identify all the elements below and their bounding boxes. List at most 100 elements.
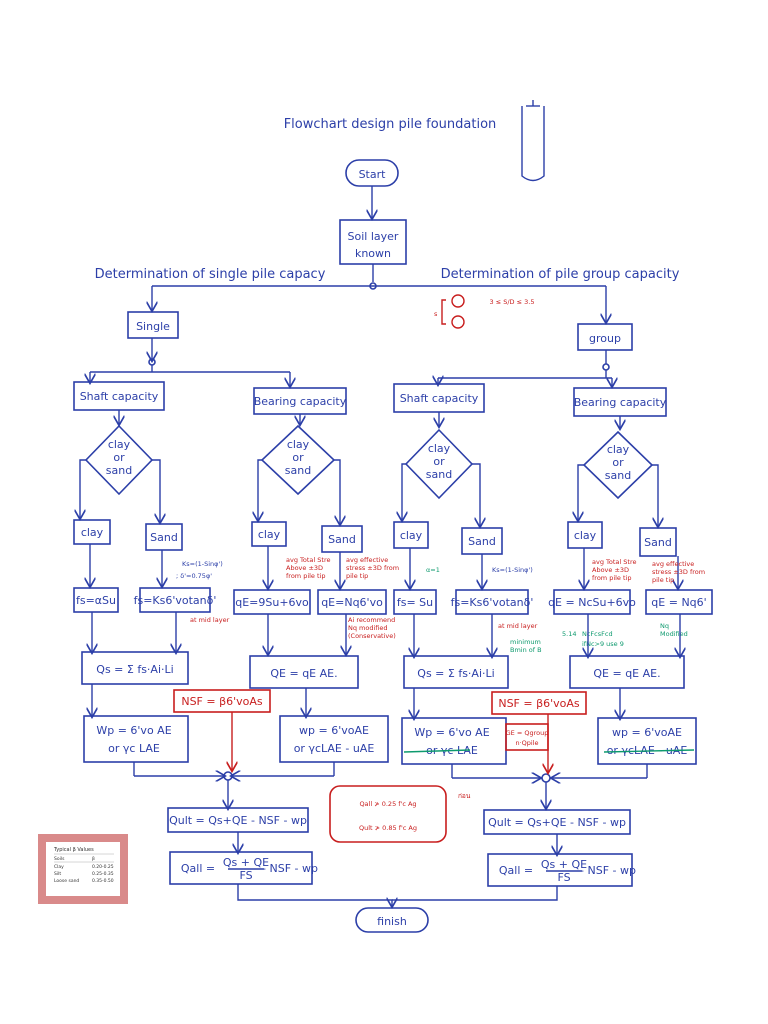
svg-text:Soils: Soils (54, 856, 65, 862)
svg-text:Nq modified: Nq modified (348, 624, 388, 632)
svg-text:avg Total Stre: avg Total Stre (286, 556, 330, 564)
svg-text:or γc LAE: or γc LAE (108, 742, 160, 755)
svg-text:α=1: α=1 (426, 566, 440, 574)
svg-text:Typical β Values: Typical β Values (53, 847, 94, 853)
svg-text:Silt: Silt (54, 871, 61, 877)
svg-text:finish: finish (377, 915, 407, 928)
svg-text:stress ±3D from: stress ±3D from (652, 568, 705, 576)
svg-text:Qs = Σ fs·Ai·Li: Qs = Σ fs·Ai·Li (96, 663, 173, 676)
svg-text:Qs + QE: Qs + QE (223, 856, 269, 869)
svg-text:ก่อน: ก่อน (458, 792, 471, 800)
svg-text:Loose sand: Loose sand (54, 878, 79, 884)
svg-text:or: or (113, 451, 125, 464)
svg-text:or: or (433, 455, 445, 468)
svg-text:at mid layer: at mid layer (498, 622, 538, 630)
nsf-box-group (491, 691, 587, 715)
group-heading: Determination of pile group capacity (441, 267, 680, 282)
svg-text:Bmin of B: Bmin of B (510, 646, 542, 654)
chart-title: Flowchart design pile foundation (284, 117, 497, 132)
svg-text:Wp = 6'vo AE: Wp = 6'vo AE (96, 724, 171, 737)
qe-single-box (249, 655, 359, 689)
svg-text:QE = qE AE.: QE = qE AE. (270, 667, 337, 680)
shaft-label-group: Shaft capacity (400, 392, 479, 405)
qe-group-box (569, 655, 685, 689)
svg-text:Sand: Sand (328, 533, 356, 546)
soil-label-2: known (355, 247, 391, 260)
bearing-label-single: Bearing capacity (254, 395, 347, 408)
wp-box-2 (279, 715, 389, 763)
svg-text:0.25-0.35: 0.25-0.35 (92, 871, 114, 877)
svg-text:pile tip: pile tip (346, 572, 368, 580)
svg-text:wp = 6'voAE: wp = 6'voAE (299, 724, 369, 737)
svg-text:or γcLAE - uAE: or γcLAE - uAE (294, 742, 375, 755)
svg-text:fs=Ks6'votanδ': fs=Ks6'votanδ' (134, 594, 217, 607)
fs-clay-single-box (73, 587, 119, 613)
svg-text:Qall =: Qall = (499, 864, 533, 877)
start-label: Start (359, 168, 387, 181)
fs-sand-single-box (139, 587, 211, 613)
svg-text:avg effective: avg effective (346, 556, 388, 564)
svg-text:NcFcsFcd: NcFcsFcd (582, 630, 613, 638)
svg-text:Qall =: Qall = (181, 862, 215, 875)
svg-text:clay: clay (574, 529, 597, 542)
qall-box-single (169, 851, 313, 885)
clay-box-1 (73, 519, 111, 545)
svg-text:n·Qpile: n·Qpile (515, 739, 538, 747)
svg-text:Nq: Nq (660, 622, 669, 630)
group-label: group (589, 332, 621, 345)
svg-text:minimum: minimum (510, 638, 541, 646)
svg-text:qE = Nq6': qE = Nq6' (651, 596, 706, 609)
svg-text:avg Total Stre: avg Total Stre (592, 558, 636, 566)
svg-text:fs=Ks6'votanδ': fs=Ks6'votanδ' (451, 596, 534, 609)
svg-text:5.14: 5.14 (562, 630, 576, 638)
svg-text:Wp = 6'vo AE: Wp = 6'vo AE (414, 726, 489, 739)
svg-text:fs= Su: fs= Su (397, 596, 433, 609)
single-label: Single (136, 320, 170, 333)
svg-text:- NSF - wp: - NSF - wp (262, 862, 318, 875)
svg-text:Sand: Sand (644, 536, 672, 549)
svg-text:clay: clay (108, 438, 131, 451)
svg-text:Ks=(1-Sinφ'): Ks=(1-Sinφ') (182, 560, 223, 568)
spacing-range: 3 ≤ S/D ≤ 3.5 (490, 298, 535, 306)
decision-diamond-3: clay or sand (404, 428, 474, 500)
svg-text:Modified: Modified (660, 630, 688, 638)
svg-text:NSF = β6'voAs: NSF = β6'voAs (181, 695, 263, 708)
qe-clay-single-box (233, 589, 311, 615)
qall-box-group (487, 853, 633, 887)
svg-text:Sand: Sand (468, 535, 496, 548)
svg-text:wp = 6'voAE: wp = 6'voAE (612, 726, 682, 739)
svg-text:pile tip: pile tip (652, 576, 674, 584)
svg-text:Qs = Σ fs·Ai·Li: Qs = Σ fs·Ai·Li (417, 667, 494, 680)
svg-text:- NSF - wp: - NSF - wp (580, 864, 636, 877)
sand-box-2 (321, 525, 363, 553)
svg-text:NSF = β6'voAs: NSF = β6'voAs (498, 697, 580, 710)
svg-text:Ai recommend: Ai recommend (348, 616, 395, 624)
svg-text:clay: clay (258, 528, 281, 541)
wp-box-4 (597, 717, 697, 765)
svg-text:ifNc>9 use 9: ifNc>9 use 9 (582, 640, 624, 648)
svg-text:clay: clay (607, 443, 630, 456)
soil-label-1: Soil layer (348, 230, 399, 243)
qe-clay-group-box (553, 589, 631, 615)
svg-text:sand: sand (285, 464, 311, 477)
svg-text:FS: FS (239, 869, 252, 882)
svg-text:(Conservative): (Conservative) (348, 632, 396, 640)
clay-box-2 (251, 521, 287, 547)
svg-text:GE = Qgroup: GE = Qgroup (506, 729, 549, 737)
wp-box-3 (401, 717, 507, 765)
svg-text:Qult = Qs+QE - NSF - wp: Qult = Qs+QE - NSF - wp (488, 816, 626, 829)
single-heading: Determination of single pile capacy (95, 267, 326, 282)
svg-text:or: or (612, 456, 624, 469)
finish-node (355, 907, 429, 933)
qs-single-box (81, 651, 189, 685)
svg-text:Qult = Qs+QE - NSF - wp: Qult = Qs+QE - NSF - wp (169, 814, 307, 827)
svg-text:sand: sand (426, 468, 452, 481)
svg-text:Above ±3D: Above ±3D (592, 566, 629, 574)
svg-text:0.35-0.50: 0.35-0.50 (92, 878, 114, 884)
decision-diamond-2: clay or sand (260, 424, 336, 496)
svg-text:clay: clay (400, 529, 423, 542)
svg-text:QE = qE AE.: QE = qE AE. (593, 667, 660, 680)
svg-text:FS: FS (557, 871, 570, 884)
decision-diamond-4: clay or sand (582, 430, 654, 500)
